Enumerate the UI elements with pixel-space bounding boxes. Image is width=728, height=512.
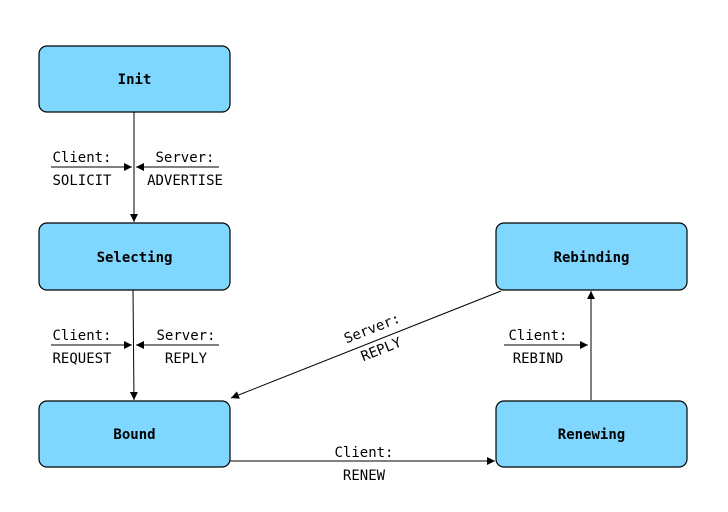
state-selecting-label: Selecting	[97, 250, 173, 266]
label-init-selecting-client-line2: SOLICIT	[52, 173, 112, 189]
label-selecting-bound-client-line1: Client:	[52, 328, 111, 344]
state-init-label: Init	[118, 72, 152, 88]
label-bound-renewing-line2: RENEW	[343, 468, 386, 484]
state-bound-label: Bound	[113, 427, 155, 443]
label-bound-renewing-line1: Client:	[334, 445, 393, 461]
label-renewing-rebinding-line1: Client:	[508, 328, 567, 344]
label-init-selecting-server-line2: ADVERTISE	[147, 173, 223, 189]
state-init[interactable]: Init	[38, 45, 231, 113]
state-rebinding-label: Rebinding	[554, 250, 630, 266]
state-renewing[interactable]: Renewing	[495, 400, 688, 468]
state-rebinding[interactable]: Rebinding	[495, 222, 688, 291]
label-selecting-bound-server-line1: Server:	[156, 328, 215, 344]
label-init-selecting-client-line1: Client:	[52, 150, 111, 166]
state-bound[interactable]: Bound	[38, 400, 231, 468]
label-selecting-bound-server-line2: REPLY	[165, 351, 208, 367]
state-renewing-label: Renewing	[558, 427, 625, 443]
label-renewing-rebinding-line2: REBIND	[513, 351, 564, 367]
edge-selecting-bound	[129, 289, 138, 401]
state-selecting[interactable]: Selecting	[38, 222, 231, 291]
label-selecting-bound-client-line2: REQUEST	[52, 351, 112, 367]
label-init-selecting-server-line1: Server:	[155, 150, 214, 166]
edge-rebinding-bound	[230, 290, 502, 399]
